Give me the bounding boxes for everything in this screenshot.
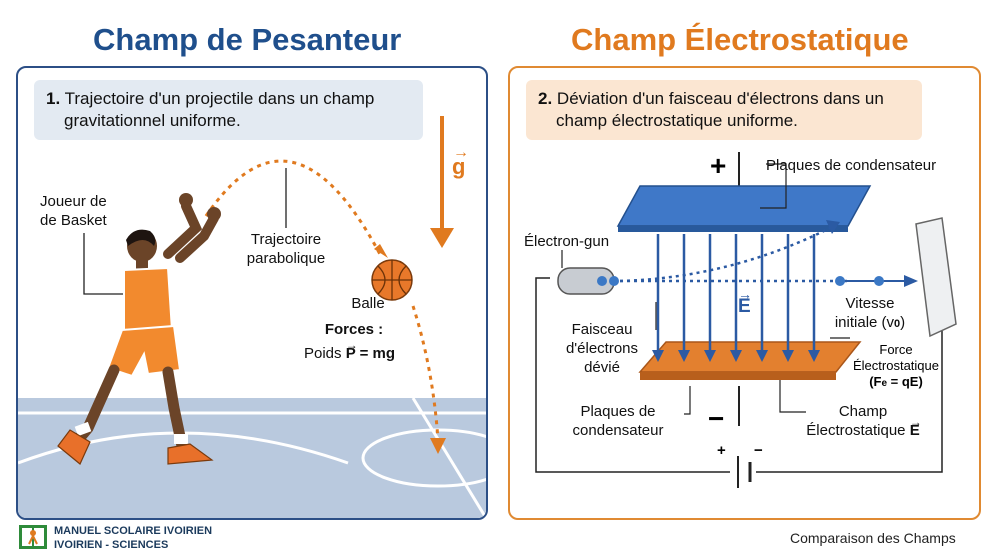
weight-label: Poids →P = mg [304,338,396,362]
electrostatic-illustration [535,152,957,488]
player-label-line2: de Basket [40,212,107,229]
publisher-logo [18,522,48,552]
force-line2: Électrostatique [853,358,939,373]
basketball-seams [372,260,412,300]
bottom-plate [638,341,862,373]
left-caption-line2: gravitationnel uniforme. [64,111,241,130]
top-plate-leader [760,163,787,209]
velocity-close: ) [900,314,906,331]
e-letter: E [738,296,751,317]
ball-label: Balle [351,295,385,312]
beam-line1: Faisceau [571,321,633,338]
force-line3sub: e [881,378,888,389]
gravity-illustration [18,116,486,518]
left-panel: 1. Trajectoire d'un projectile dans un c… [16,66,488,520]
court-line-diag [411,397,486,518]
right-title: Champ Électrostatique [571,22,909,57]
field-arrowheads [652,350,820,362]
field-label: Champ Électrostatique →E [806,403,922,439]
circuit-wire-right [756,280,943,473]
gun-electron-1 [597,276,607,286]
field-vector: E [909,422,920,439]
trajectory-label-line1: Trajectoire [250,231,322,248]
force-line1: Force [879,342,913,357]
player-leader [83,233,130,295]
velocity-line2: initiale (v [834,314,895,331]
velocity-arrowhead [904,275,918,287]
top-plate-edge [618,226,848,232]
bottom-plate-leader [684,386,691,415]
left-caption: 1. Trajectoire d'un projectile dans un c… [34,80,423,140]
force-line3a: (F [869,374,882,389]
plates-bottom-line1: Plaques de [580,403,656,420]
gun-electron-2 [609,276,619,286]
plates-bottom-line2: condensateur [572,422,664,439]
bottom-plate-edge [640,372,836,380]
left-title: Champ de Pesanteur [93,22,402,57]
player-label: Joueur de de Basket [40,192,107,230]
trajectory-label: Trajectoire parabolique [238,230,334,268]
beam-line3: dévié [584,359,620,376]
deflected-beam [619,226,831,283]
circuit-wire-left [535,277,730,473]
force-label: Force Électrostatique (Fe = qE) [846,342,946,392]
g-letter: g [452,154,466,179]
publisher-name: MANUEL SCOLAIRE IVOIRIEN IVOIRIEN - SCIE… [54,524,212,552]
plates-top-label: Plaques de condensateur [766,157,937,174]
e-vector-label: → E [738,286,752,317]
plus-sign: + [710,150,727,181]
electron-a [835,276,845,286]
right-panel: 2. Déviation d'un faisceau d'électrons d… [508,66,981,520]
detection-screen [915,217,957,338]
beam-line2: d'électrons [565,340,639,357]
beam-label: Faisceau d'électrons dévié [552,320,652,377]
deflected-beam-head [826,220,840,234]
field-leader [779,380,806,413]
field-line2: Électrostatique [806,422,910,439]
minus-sign: − [708,403,725,434]
plates-bottom-label: Plaques de condensateur [556,402,680,440]
electron-b [874,276,884,286]
right-caption-line2: champ électrostatique uniforme. [556,111,798,130]
weight-suffix: = mg [355,345,396,362]
field-line1: Champ [838,403,888,420]
force-line3b: = qE) [887,374,923,389]
g-arrow-head [430,228,454,248]
velocity-label: Vitesse initiale (v0) [824,294,916,334]
trajectory-upper [204,159,384,259]
basketball-player [57,193,221,465]
right-caption-line1: Déviation d'un faisceau d'électrons dans… [556,89,884,108]
right-caption: 2. Déviation d'un faisceau d'électrons d… [526,80,922,140]
velocity-sub: 0 [894,318,901,330]
gun-label: Électron-gun [524,233,610,250]
player-label-line1: Joueur de [40,193,107,210]
left-caption-number: 1. [46,89,61,108]
trajectory-arrowhead [374,244,388,258]
velocity-line1: Vitesse [845,295,895,312]
footer-caption: Comparaison des Champs [790,530,956,546]
publisher-line1: MANUEL SCOLAIRE IVOIRIEN [54,525,213,537]
trajectory-end-arrow [430,438,446,454]
weight-vector: P [345,345,356,362]
top-plate [616,185,872,227]
weight-prefix: Poids [304,345,346,362]
publisher-line2: IVOIRIEN - SCIENCES [54,539,169,551]
field-lines [656,234,816,352]
trajectory-label-line2: parabolique [246,250,326,267]
battery-plus: + [717,442,726,459]
battery-minus: − [754,442,763,459]
trajectory-lower [411,305,440,441]
left-caption-line1: Trajectoire d'un projectile dans un cham… [64,89,375,108]
right-caption-number: 2. [538,89,553,108]
forces-label: Forces : [324,321,384,338]
book-icon [19,525,47,549]
g-vector-label: → g [452,144,469,179]
